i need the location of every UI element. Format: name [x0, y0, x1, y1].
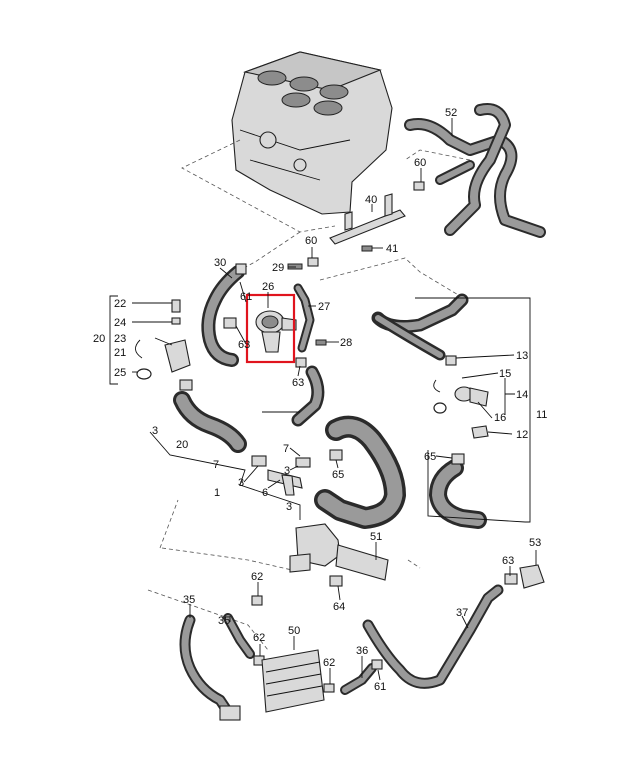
- hose-20: [173, 391, 247, 453]
- group-bracket-11: [525, 297, 531, 523]
- hose-35: [179, 613, 255, 718]
- callout-21: 21: [114, 347, 126, 359]
- pipe-27: [293, 283, 315, 353]
- callout-3-mid: 3: [238, 477, 244, 489]
- callout-1: 1: [214, 487, 220, 499]
- callout-63-left: 63: [238, 339, 250, 351]
- callout-51: 51: [370, 531, 382, 543]
- callout-61-lower: 61: [374, 681, 386, 693]
- clip-13: [445, 355, 457, 366]
- bracket-40: [329, 193, 406, 245]
- valve-53: [504, 564, 545, 589]
- callout-41: 41: [386, 243, 398, 255]
- reference-lines: [147, 139, 471, 651]
- bolt-29: [287, 263, 303, 270]
- callout-20-group: 20: [93, 333, 105, 345]
- group-bracket-1: [149, 431, 301, 520]
- leader-lines: [132, 118, 537, 684]
- hose-63-mid: [291, 365, 325, 427]
- hose-13: [371, 293, 469, 361]
- clip-61-lower: [371, 659, 383, 670]
- callout-23: 23: [114, 333, 126, 345]
- callout-37: 37: [456, 607, 468, 619]
- callout-30: 30: [214, 257, 226, 269]
- clip-61: [235, 263, 247, 275]
- clip-65-right: [451, 453, 465, 465]
- callout-36: 36: [356, 645, 368, 657]
- clip-62-lower-right: [323, 683, 335, 693]
- screw-28: [315, 339, 327, 346]
- callout-3-right: 3: [284, 465, 290, 477]
- callout-12: 12: [516, 429, 528, 441]
- connector-6: [251, 455, 311, 496]
- clip-65-center: [329, 449, 343, 461]
- callout-35-left: 35: [183, 594, 195, 606]
- clip-62-lower-left: [251, 595, 263, 606]
- callout-11: 11: [536, 409, 547, 421]
- callout-13: 13: [516, 350, 528, 362]
- highlight-box: [245, 293, 296, 364]
- callout-65-right: 65: [424, 451, 436, 463]
- coolant-housing-51: [289, 523, 389, 587]
- oil-cooler-50: [261, 649, 325, 713]
- callout-labels: 52 60 40 41 60 30 29 26 27 22 24 23 20 2…: [93, 107, 547, 693]
- callout-62-upper: 62: [251, 571, 263, 583]
- callout-65-center: 65: [332, 469, 344, 481]
- callout-6: 6: [262, 487, 268, 499]
- callout-53: 53: [529, 537, 541, 549]
- callout-63-mid: 63: [292, 377, 304, 389]
- callout-3-left: 3: [152, 425, 158, 437]
- callout-40: 40: [365, 194, 377, 206]
- hose-65-right: [429, 459, 487, 529]
- callout-60-mid: 60: [305, 235, 317, 247]
- callout-50: 50: [288, 625, 300, 637]
- callout-16: 16: [494, 412, 506, 424]
- clip-63-left: [223, 317, 237, 329]
- hose-52: [404, 103, 546, 238]
- coolant-pump-26: [255, 310, 297, 353]
- hose-30: [201, 265, 245, 367]
- hose-37: [362, 584, 504, 689]
- clip-60-mid: [307, 257, 319, 267]
- bolt-41: [361, 245, 373, 252]
- coolant-flange-20: [135, 299, 191, 380]
- callout-27: 27: [318, 301, 330, 313]
- callout-3-bottom: 3: [286, 501, 292, 513]
- callout-29: 29: [272, 262, 284, 274]
- callout-60-top: 60: [414, 157, 426, 169]
- fitting-35: [219, 705, 241, 721]
- callout-24: 24: [114, 317, 126, 329]
- group-bracket-20: [109, 295, 118, 385]
- callout-63-right: 63: [502, 555, 514, 567]
- callout-7-upper: 7: [283, 443, 289, 455]
- leader-11-bottom: [427, 450, 526, 523]
- callout-15: 15: [499, 368, 511, 380]
- callout-62-lower: 62: [323, 657, 335, 669]
- engine-block: [231, 51, 393, 215]
- callout-28: 28: [340, 337, 352, 349]
- callout-64: 64: [333, 601, 345, 613]
- callout-22: 22: [114, 298, 126, 310]
- callout-25: 25: [114, 367, 126, 379]
- callout-14: 14: [516, 389, 528, 401]
- thermostat-14: [433, 379, 489, 439]
- callout-7-lower: 7: [213, 459, 219, 471]
- clip-63-mid: [295, 357, 307, 368]
- callout-26: 26: [262, 281, 274, 293]
- callout-61: 61: [240, 291, 252, 303]
- hose-65-center: [314, 415, 406, 529]
- callout-62-mid: 62: [253, 632, 265, 644]
- clip-62-left: [179, 379, 193, 391]
- hose-36: [340, 663, 377, 695]
- callout-20-hose: 20: [176, 439, 188, 451]
- callout-35-right: 35: [218, 615, 230, 627]
- clip-60-top: [413, 181, 425, 191]
- callout-52: 52: [445, 107, 457, 119]
